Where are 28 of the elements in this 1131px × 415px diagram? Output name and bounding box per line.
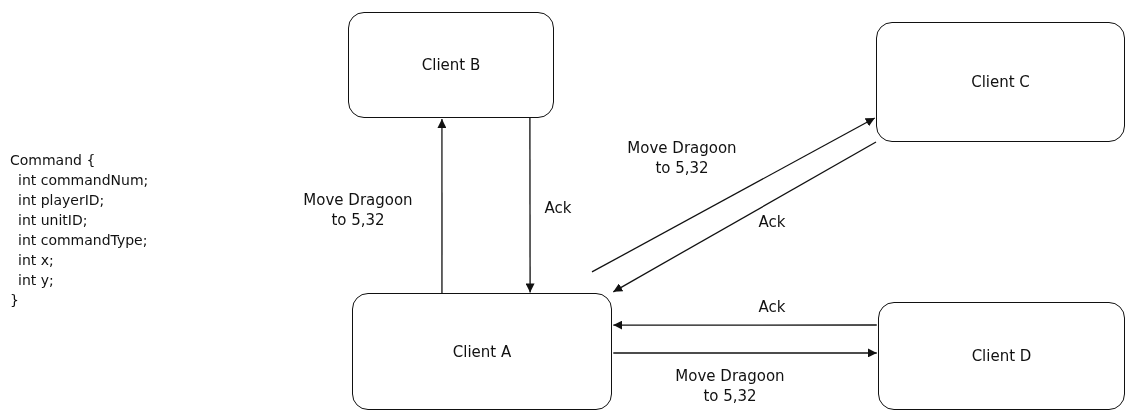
- arrow: [437, 118, 447, 294]
- edge-label: Move Dragoon to 5,32: [626, 138, 738, 178]
- client-box: [876, 22, 1125, 142]
- edge-label: Ack: [543, 198, 573, 218]
- arrow: [612, 348, 878, 358]
- edge-label: Move Dragoon to 5,32: [674, 366, 786, 406]
- client-box: [348, 12, 554, 118]
- code-line: int playerID;: [18, 191, 105, 210]
- client-box: [878, 302, 1125, 410]
- code-line: int y;: [18, 271, 54, 290]
- node-label: Client A: [452, 342, 512, 361]
- code-line: int commandNum;: [18, 171, 149, 190]
- code-line: int commandType;: [18, 231, 148, 250]
- client-box: [352, 293, 612, 410]
- arrow: [525, 117, 535, 294]
- node-label: Client B: [421, 56, 481, 74]
- edge-label: Move Dragoon to 5,32: [302, 190, 414, 230]
- arrow: [591, 117, 876, 273]
- code-line: int unitID;: [18, 211, 88, 230]
- code-line: }: [10, 291, 19, 310]
- node-label: Client D: [971, 347, 1032, 365]
- arrow: [612, 320, 878, 330]
- code-line: int x;: [18, 251, 54, 270]
- edge-label: Ack: [757, 212, 787, 232]
- node-label: Client C: [971, 73, 1030, 91]
- arrow: [612, 141, 877, 293]
- edge-label: Ack: [757, 297, 787, 317]
- code-line: Command {: [10, 151, 96, 170]
